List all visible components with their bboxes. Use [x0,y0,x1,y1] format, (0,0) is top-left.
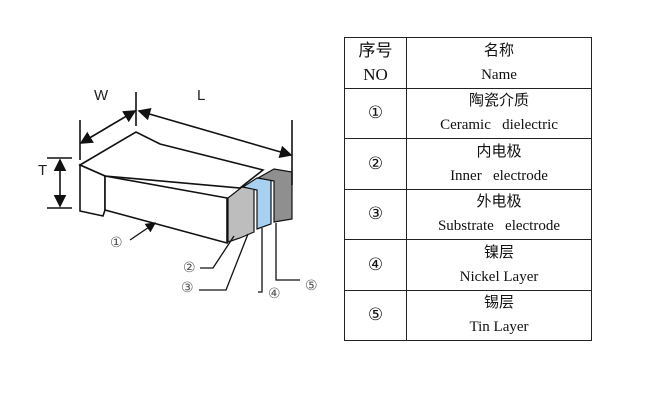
row-no: ⑤ [344,289,407,341]
name-en: Ceramic dielectric [440,117,558,134]
header-name-en: Name [481,66,517,83]
row-no: ④ [344,239,407,291]
name-en: Tin Layer [469,319,529,336]
row-name: 陶瓷介质 Ceramic dielectric [406,87,592,139]
tin-layer [256,168,293,223]
row-no: ③ [344,188,407,240]
header-name-cn: 名称 [483,42,514,59]
name-en: Substrate electrode [437,218,561,235]
row-no: ① [344,87,407,139]
header-no-en: NO [363,64,388,84]
table-row: ② 内电极 Inner electrode [344,138,592,190]
thickness-label: T [38,162,47,179]
row-name: 锡层 Tin Layer [406,289,592,341]
callout-1: ① [110,235,123,251]
name-en: Inner electrode [450,167,548,184]
header-no: 序号 NO [344,37,407,89]
table-header-row: 序号 NO 名称 Name [344,37,592,89]
table-row: ⑤ 锡层 Tin Layer [344,289,592,341]
callout-leaders [129,222,300,293]
mlcc-structure-diagram: W L T ① ② ③ ④ ⑤ [38,87,318,302]
layer-legend-table: 序号 NO 名称 Name ① 陶瓷介质 Ceramic dielectric ② 内… [344,37,592,341]
substrate-electrode-layer [227,186,255,243]
table-row: ④ 镍层 Nickel Layer [344,239,592,291]
table-row: ① 陶瓷介质 Ceramic dielectric [344,87,592,139]
row-name: 外电极 Substrate electrode [406,188,592,240]
name-cn: 镍层 [483,244,514,261]
width-label: W [94,87,109,104]
callout-2: ② [183,260,196,276]
header-no-cn: 序号 [358,40,393,60]
row-no: ② [344,138,407,190]
name-cn: 锡层 [483,295,514,312]
callout-4: ④ [268,286,281,302]
name-cn: 内电极 [476,143,522,160]
table-row: ③ 外电极 Substrate electrode [344,188,592,240]
callout-5: ⑤ [305,278,318,294]
header-name: 名称 Name [406,37,592,89]
length-label: L [197,87,205,104]
row-name: 镍层 Nickel Layer [406,239,592,291]
callout-3: ③ [181,280,194,296]
name-cn: 外电极 [476,194,522,211]
chip-body [78,131,265,245]
row-name: 内电极 Inner electrode [406,138,592,190]
dimension-lines [47,92,293,209]
name-en: Nickel Layer [459,268,539,285]
name-cn: 陶瓷介质 [468,93,529,110]
